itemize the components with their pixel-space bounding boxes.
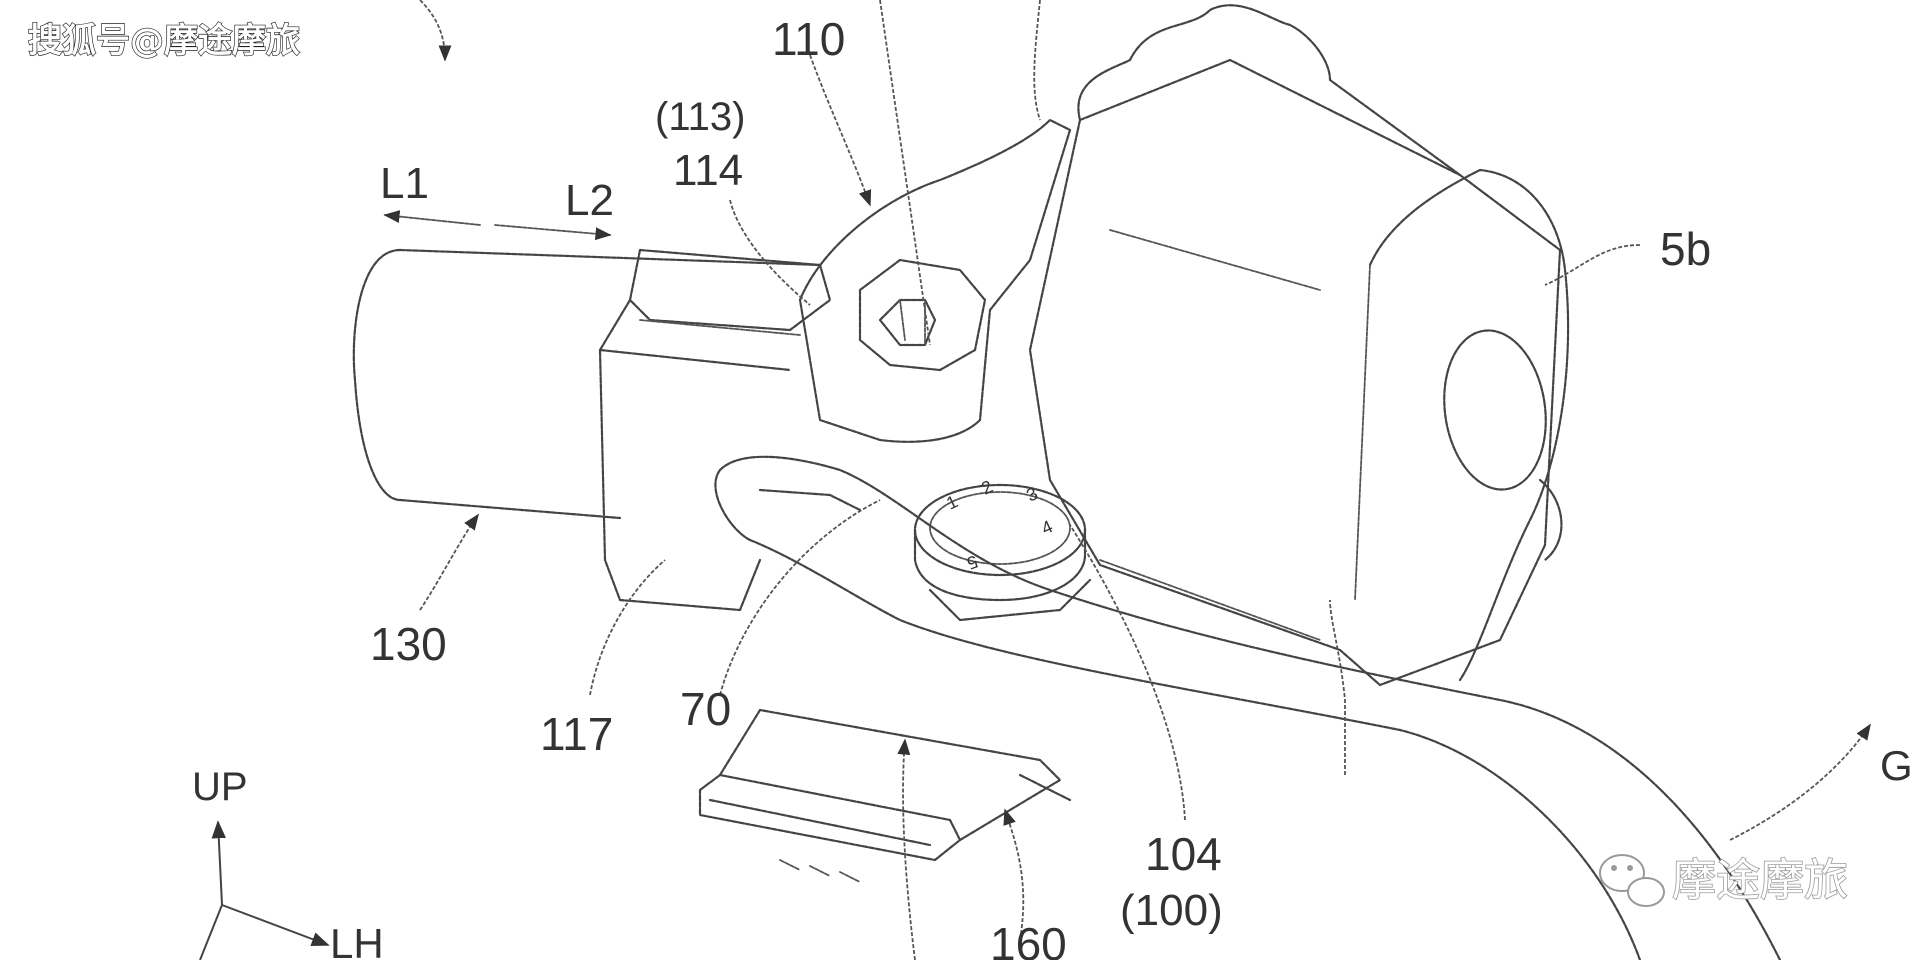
lever-band <box>714 455 1782 960</box>
label-L1: L1 <box>380 159 429 208</box>
watermark-top-left: 搜狐号@摩途摩旅 <box>27 20 300 61</box>
label-5b: 5b <box>1660 223 1711 275</box>
watermark-bottom-right: 摩途摩旅 <box>1599 854 1849 907</box>
label-104: 104 <box>1145 828 1222 880</box>
label-117: 117 <box>540 708 613 760</box>
leader-lines <box>419 0 1641 960</box>
dial-mark: 2 <box>978 476 996 498</box>
label-160: 160 <box>990 918 1067 960</box>
switch-housing-5b <box>1028 4 1570 687</box>
clamp-arm-114 <box>798 118 1072 443</box>
dial-mark: 5 <box>964 551 980 573</box>
dial-mark: 1 <box>943 491 961 513</box>
cylinder-130 <box>352 248 822 520</box>
label-130: 130 <box>370 618 447 670</box>
label-113: (113) <box>655 95 745 139</box>
dial-mark: 3 <box>1023 483 1041 505</box>
label-up: UP <box>192 765 248 809</box>
dial-104: 1 2 3 4 5 <box>913 476 1092 622</box>
label-100: (100) <box>1120 886 1223 935</box>
label-70: 70 <box>680 683 731 735</box>
reference-labels: 110 (113) 114 L1 L2 5b 130 117 70 104 (1… <box>192 13 1913 960</box>
label-lh: LH <box>330 920 384 960</box>
bracket-117 <box>598 248 832 612</box>
dial-mark: 4 <box>1038 516 1056 538</box>
watermark-bottom-right-text: 摩途摩旅 <box>1672 855 1848 906</box>
label-L2: L2 <box>565 176 614 225</box>
connector-160 <box>698 708 1072 883</box>
direction-arrows <box>199 210 1871 960</box>
watermark-top-left-text: 搜狐号@摩途摩旅 <box>28 21 300 61</box>
label-114: 114 <box>673 146 743 195</box>
label-110: 110 <box>772 13 845 65</box>
label-g: G <box>1880 742 1913 789</box>
wechat-icon <box>1599 854 1665 907</box>
